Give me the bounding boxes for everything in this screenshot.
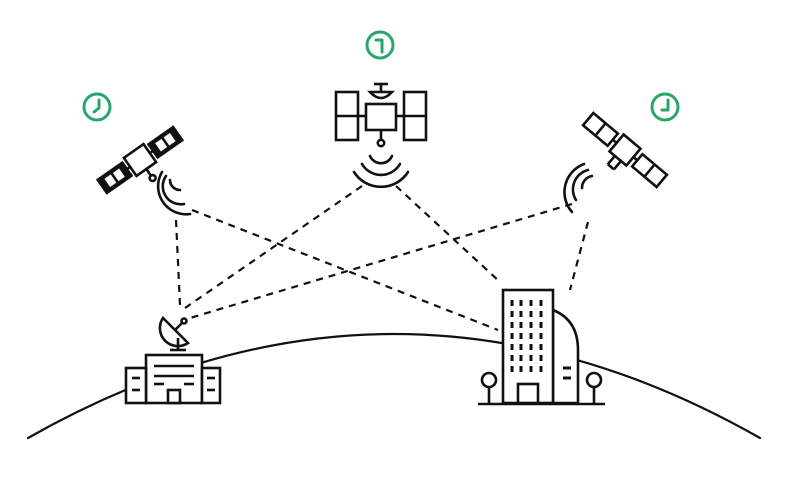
tree-left [480,371,498,403]
satellite-dish-icon [158,315,191,352]
satellite-icon [581,111,669,189]
link-center-sat-to-office [395,185,501,283]
ground-station-icon [124,353,222,405]
office-windows [510,300,571,380]
clock-icon [650,92,680,122]
link-left-sat-to-office [191,208,499,332]
left-satellite-signal [156,170,192,216]
clock-icon [82,92,112,122]
center-satellite-signal [352,154,410,189]
tree-right [585,371,603,403]
right-satellite-signal [563,162,594,214]
tree-icon [585,371,603,403]
link-center-sat-to-station [184,185,363,309]
tree-icon [480,371,498,403]
office-building [478,288,605,406]
clock-left [82,92,112,122]
clock-center [365,30,395,60]
ground-station [124,315,222,405]
signal-links [174,185,590,332]
satellite-icon [95,125,185,195]
satellite-icon [334,82,428,148]
ground-station-windows [132,364,215,392]
center-satellite [334,82,428,148]
right-satellite [581,111,669,189]
office-building-icon [501,288,580,405]
clock-icon [365,30,395,60]
clock-right [650,92,680,122]
left-satellite [95,125,185,195]
link-right-sat-to-office [568,221,590,291]
link-right-sat-to-station [189,202,573,320]
link-left-sat-to-station [174,219,182,306]
